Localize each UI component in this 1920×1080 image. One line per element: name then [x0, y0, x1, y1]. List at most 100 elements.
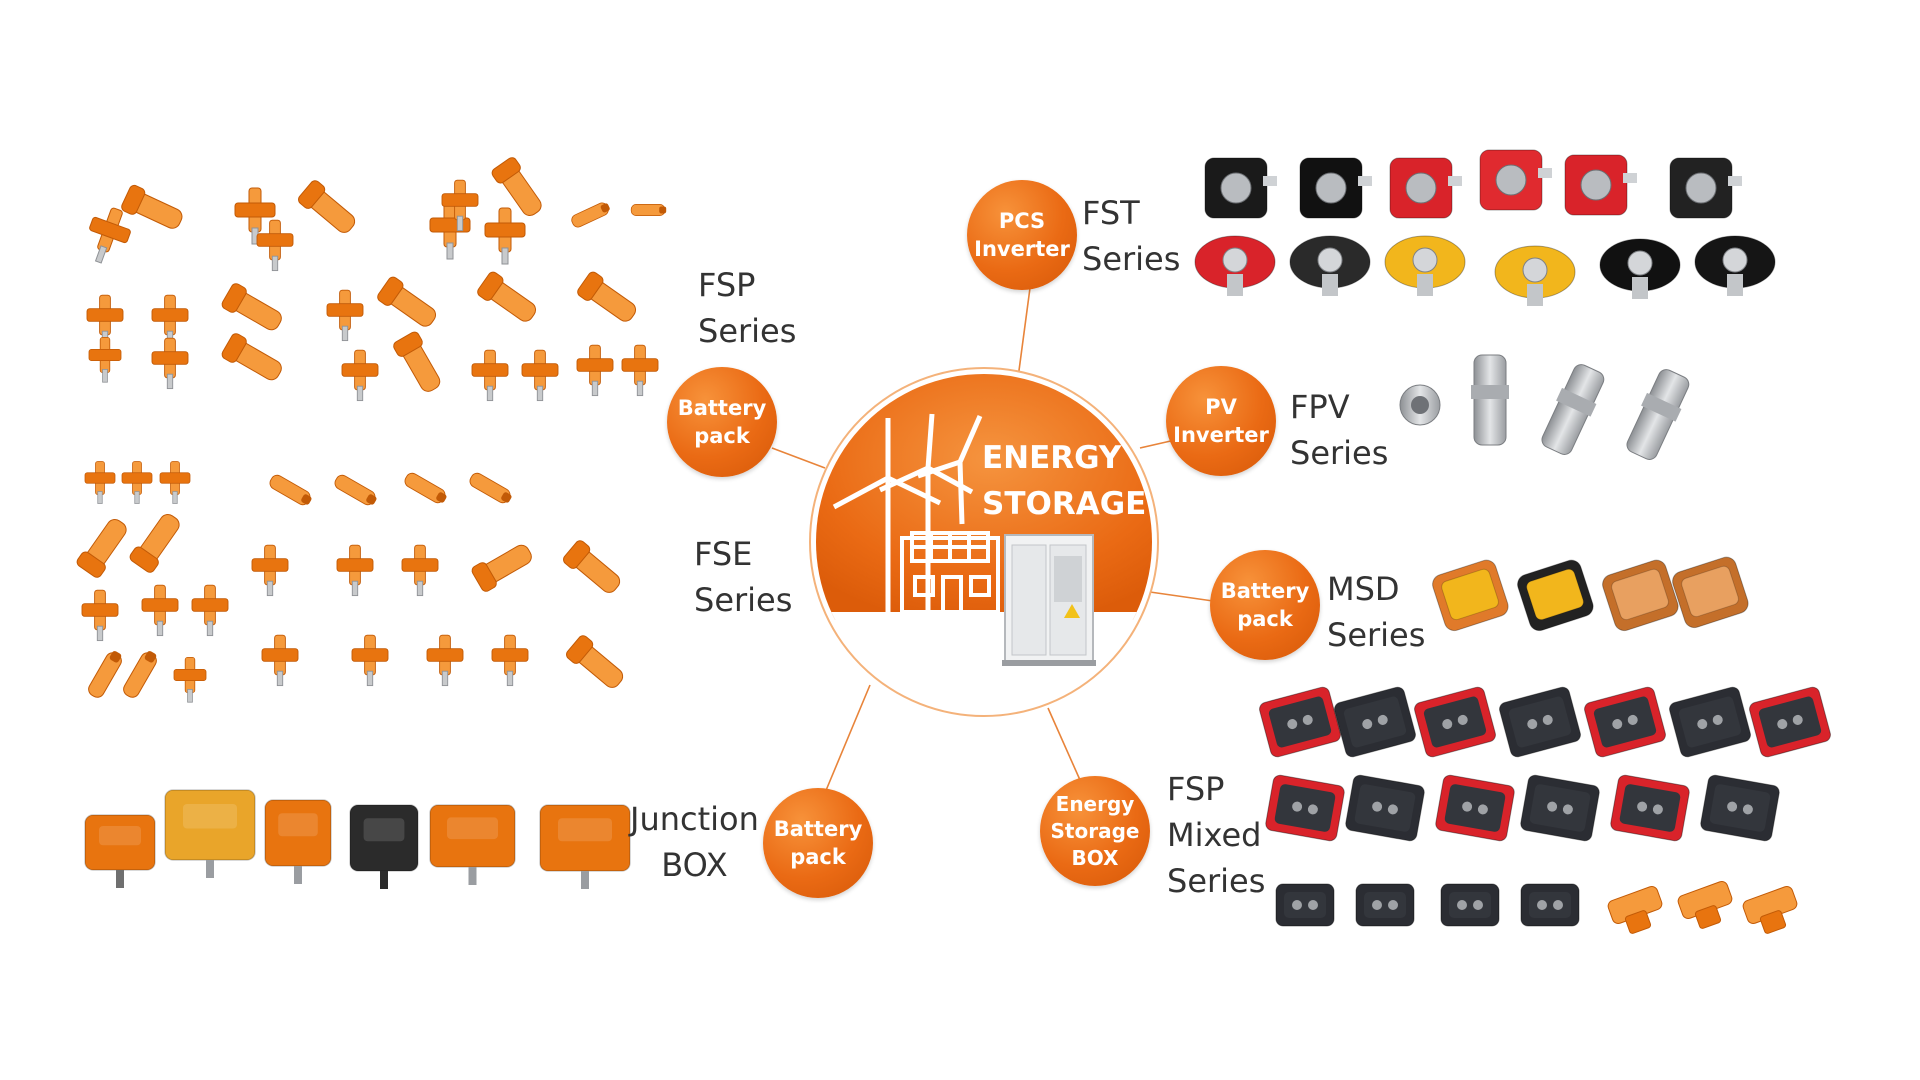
junction-box-icon	[429, 804, 516, 885]
orange-connector-icon	[521, 349, 559, 402]
junction-series-line1: Junction	[630, 800, 759, 838]
orange-connector-icon	[404, 472, 447, 504]
mixed-socket-icon	[1275, 883, 1335, 927]
battery-pack-fsp-label-2: pack	[694, 424, 750, 448]
orange-connector-icon	[121, 461, 153, 504]
pcs-inverter-label-2: Inverter	[974, 237, 1070, 261]
orange-connector-icon	[326, 289, 364, 342]
orange-connector-icon	[334, 474, 377, 506]
energy-storage-box-label-2: Storage	[1050, 818, 1140, 843]
hub-title-line2: STORAGE	[982, 486, 1147, 522]
fst-series-line2: Series	[1082, 240, 1181, 278]
panel-socket-icon	[1564, 154, 1637, 216]
fpv-series-label: FPV Series	[1290, 384, 1388, 476]
msd-plug-icon	[1517, 559, 1594, 632]
battery-pack-junction-label-1: Battery	[773, 817, 863, 841]
panel-socket-icon	[1299, 157, 1372, 219]
orange-connector-icon	[151, 337, 189, 390]
orange-connector-icon	[88, 336, 122, 383]
orange-connector-icon	[566, 635, 624, 688]
orange-connector-icon	[630, 204, 667, 216]
fpv-series-line2: Series	[1290, 434, 1389, 472]
orange-connector-icon	[159, 461, 191, 504]
orange-connector-icon	[298, 180, 356, 233]
panel-socket-icon	[1194, 235, 1276, 296]
mixed-socket-icon	[1700, 774, 1780, 842]
orange-connector-icon	[123, 651, 157, 698]
orange-connector-icon	[341, 349, 379, 402]
fsp-mixed-series-line2: Mixed	[1167, 816, 1262, 854]
pv-connector-icon	[1399, 384, 1441, 426]
mixed-socket-icon	[1265, 774, 1345, 842]
line-to-battery-pack-junction	[821, 684, 871, 801]
orange-connector-icon	[426, 634, 464, 687]
orange-connector-icon	[141, 584, 179, 637]
fsp-mixed-series-line1: FSP	[1167, 770, 1225, 808]
orange-connector-icon	[336, 544, 374, 597]
pv-inverter-label-1: PV	[1205, 395, 1237, 419]
pv-connector-icon	[1471, 354, 1509, 446]
msd-series-line1: MSD	[1327, 570, 1400, 608]
orange-connector-icon	[88, 651, 122, 698]
connector-lines	[771, 287, 1221, 801]
junction-series-line2: BOX	[661, 846, 728, 884]
line-to-energy-storage-box	[1047, 707, 1081, 781]
fpv-series-line1: FPV	[1290, 388, 1350, 426]
energy-storage-box-label-3: BOX	[1071, 845, 1119, 870]
orange-connector-icon	[221, 283, 282, 331]
orange-connector-icon	[173, 656, 207, 703]
fpv-connector-group	[1399, 354, 1690, 460]
pv-connector-icon	[1626, 369, 1690, 460]
junction-box-icon	[84, 814, 156, 888]
junction-series-label: Junction BOX	[630, 796, 759, 888]
orange-connector-icon	[89, 207, 131, 264]
battery-pack-junction-label-2: pack	[790, 845, 846, 869]
orange-connector-icon	[576, 344, 614, 397]
msd-plug-icon	[1672, 556, 1749, 629]
msd-plug-icon	[1432, 559, 1509, 632]
pcs-inverter-bubble: PCS Inverter	[967, 180, 1077, 290]
mixed-socket-icon	[1414, 686, 1496, 758]
mixed-socket-icon	[1435, 774, 1515, 842]
mixed-socket-icon	[1610, 774, 1690, 842]
orange-connector-icon	[81, 589, 119, 642]
mixed-socket-icon	[1259, 686, 1341, 758]
orange-connector-icon	[471, 544, 532, 592]
orange-connector-icon	[129, 513, 180, 573]
line-to-pcs-inverter	[1017, 287, 1031, 379]
hub-title-text: ENERGY STORAGE	[982, 435, 1146, 527]
orange-connector-icon	[256, 219, 294, 272]
msd-series-line2: Series	[1327, 616, 1426, 654]
orange-connector-icon	[471, 349, 509, 402]
panel-socket-icon	[1204, 157, 1277, 219]
orange-connector-icon	[234, 187, 276, 245]
mixed-socket-icon	[1345, 774, 1425, 842]
orange-connector-icon	[484, 207, 526, 265]
orange-connector-icon	[441, 179, 479, 232]
fse-series-line1: FSE	[694, 535, 753, 573]
battery-pack-fsp-label-1: Battery	[677, 396, 767, 420]
orange-connector-icon	[191, 584, 229, 637]
battery-pack-msd-bubble: Battery pack	[1210, 550, 1320, 660]
panel-socket-icon	[1494, 245, 1576, 306]
fsp-series-label: FSP Series	[698, 262, 796, 354]
fst-connector-group	[1194, 149, 1776, 306]
line-to-battery-pack-fsp	[771, 447, 826, 469]
orange-connector-icon	[261, 634, 299, 687]
mixed-socket-icon	[1334, 686, 1416, 758]
orange-connector-icon	[491, 634, 529, 687]
pcs-inverter-label-1: PCS	[998, 209, 1046, 233]
fsp-connector-group	[86, 157, 667, 402]
battery-pack-fsp-bubble: Battery pack	[667, 367, 777, 477]
pv-inverter-bubble: PV Inverter	[1166, 366, 1276, 476]
panel-socket-icon	[1694, 235, 1776, 296]
hub-title-line1: ENERGY	[982, 440, 1122, 476]
orange-connector-icon	[621, 344, 659, 397]
battery-pack-msd-label-2: pack	[1237, 607, 1293, 631]
orange-connector-icon	[469, 472, 512, 504]
orange-connector-icon	[477, 271, 537, 322]
panel-socket-icon	[1289, 235, 1371, 296]
mixed-socket-icon	[1440, 883, 1500, 927]
panel-socket-icon	[1479, 149, 1552, 211]
